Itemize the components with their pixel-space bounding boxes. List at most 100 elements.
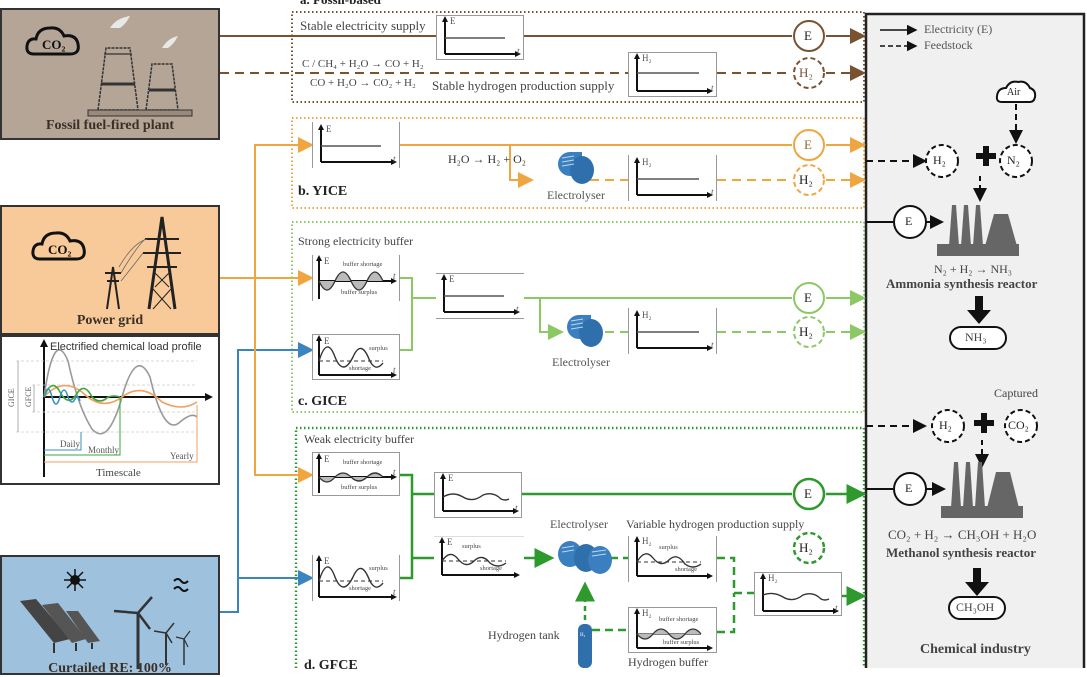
svg-text:H₂: H₂ <box>580 633 586 638</box>
axis-e-label: E <box>324 336 330 346</box>
node-h2-fossil <box>793 57 825 89</box>
co2-cloud-icon: CO₂ <box>31 231 86 261</box>
shortage-label: shortage <box>349 585 372 592</box>
mini-chart-gfce-electrolyser-input: E surplus shortage <box>434 536 524 580</box>
axis-e-label: E <box>324 256 330 266</box>
plus-icon <box>976 146 996 166</box>
ammonia-output-arrow <box>975 296 983 312</box>
node-h2-gice <box>793 316 825 348</box>
legend-electricity-label: Electricity (E) <box>924 22 993 36</box>
ammonia-reactor-icon <box>937 205 1019 256</box>
node-label-h2: H₂ <box>799 540 813 555</box>
hydrogen-tank-label: Hydrogen tank <box>488 628 560 642</box>
methanol-reaction: CO₂ + H₂ → CH₃OH + H₂O <box>888 527 1037 542</box>
buffer-surplus-label: buffer surplus <box>663 639 700 646</box>
mini-chart-yice-hydrogen: H₂ t <box>628 155 717 201</box>
axis-t-label: t <box>711 187 714 197</box>
node-e-yice <box>793 129 825 161</box>
monthly-curve <box>43 384 121 402</box>
electrolyser-label: Electrolyser <box>550 517 608 531</box>
section-b-title: b. YICE <box>298 184 348 199</box>
surplus-label: surplus <box>369 345 388 352</box>
gfce-label: GFCE <box>24 386 33 407</box>
plus-icon <box>974 413 994 433</box>
electrolyser-icon <box>558 152 594 184</box>
load-profile-title: Electrified chemical load profile <box>50 341 202 353</box>
mini-chart-gice-hydrogen: H₂ t <box>628 308 717 354</box>
surplus-label: surplus <box>369 565 388 572</box>
air-label: Air <box>1007 87 1021 98</box>
axis-t-label: t <box>393 365 396 375</box>
stable-electricity-label: Stable electricity supply <box>300 18 426 33</box>
timescale-label: Timescale <box>96 467 141 479</box>
node-label-e: E <box>905 481 913 495</box>
methanol-reactor-icon <box>941 462 1023 518</box>
shortage-label: shortage <box>480 565 503 572</box>
hydrogen-buffer-label: Hydrogen buffer <box>628 655 709 669</box>
node-label-e: E <box>804 137 812 152</box>
load-profile-chart: GICE GFCE Daily Monthly Yearly Timescale <box>7 339 213 479</box>
node-label-h2: H₂ <box>799 172 813 187</box>
axis-e-label: E <box>324 454 330 464</box>
mini-chart-gfce-grid-buffer: E buffer shortage buffer surplus t <box>312 452 400 496</box>
methanol-output-arrow <box>973 568 981 584</box>
shortage-label: shortage <box>675 566 698 573</box>
monthly-label: Monthly <box>88 445 120 455</box>
node-label-e: E <box>804 486 812 501</box>
hydrogen-tank-icon: H₂ <box>578 624 592 668</box>
node-h2-ammonia <box>925 144 959 178</box>
mini-chart-gfce-electricity: E t <box>434 472 522 518</box>
mini-chart-gice-combined: E t <box>436 273 524 319</box>
axis-e-label: E <box>448 473 454 483</box>
svg-text:CO₂: CO₂ <box>48 242 72 257</box>
axis-t-label: t <box>835 603 838 613</box>
axis-t-label: t <box>517 46 520 56</box>
shortage-label: shortage <box>349 365 372 372</box>
mini-chart-stable-electricity: E t <box>436 15 524 60</box>
legend-feedstock-label: Feedstock <box>924 38 973 52</box>
section-d-frame <box>294 426 866 668</box>
power-grid-panel: CO₂ Power grid <box>0 205 220 335</box>
section-a-title: a. Fossil-based <box>300 0 381 8</box>
axis-t-label: t <box>393 467 396 477</box>
axis-e-label: E <box>449 274 455 284</box>
ammonia-reactor-label: Ammonia synthesis reactor <box>886 276 1038 291</box>
section-b-frame <box>291 117 865 209</box>
variable-hydrogen-label: Variable hydrogen production supply <box>626 517 805 531</box>
surplus-label: surplus <box>659 544 678 551</box>
axis-t-label: t <box>711 83 714 93</box>
node-e-gfce <box>792 477 826 511</box>
co2-cloud-icon: CO₂ <box>25 26 80 56</box>
node-label-h2: H₂ <box>939 418 952 432</box>
wind-turbine-icon <box>113 596 191 669</box>
axis-e-label: E <box>447 537 453 547</box>
electrolyser-icon <box>558 541 612 574</box>
reaction-water-gas-shift: CO + H₂O → CO₂ + H₂ <box>310 77 416 89</box>
buffer-shortage-label: buffer shortage <box>659 616 699 623</box>
axis-h2-label: H₂ <box>642 53 652 63</box>
weak-buffer-label: Weak electricity buffer <box>304 432 415 446</box>
node-label-e: E <box>804 290 812 305</box>
node-label-h2: H₂ <box>799 324 813 339</box>
node-e-fossil <box>793 20 825 52</box>
node-h2-yice <box>793 164 825 196</box>
axis-h2-label: H₂ <box>768 573 778 583</box>
transmission-tower-icon <box>105 216 181 310</box>
buffer-surplus-label: buffer surplus <box>341 484 378 491</box>
yearly-label: Yearly <box>170 451 194 461</box>
power-grid-label: Power grid <box>76 313 144 328</box>
node-n2 <box>999 144 1033 178</box>
yearly-curve <box>43 384 198 408</box>
electrolyser-label: Electrolyser <box>547 188 605 202</box>
methanol-reactor-label: Methanol synthesis reactor <box>886 545 1036 560</box>
fossil-plant-panel: CO₂ Fossil fuel-fired plant <box>0 8 220 140</box>
chemical-industry-title: Chemical industry <box>920 642 1031 657</box>
electrolyser-icon <box>567 315 603 347</box>
gice-label: GICE <box>7 388 16 407</box>
node-co2-captured <box>1004 409 1038 443</box>
axis-h2-label: H₂ <box>642 157 652 167</box>
cooling-towers-icon <box>87 16 193 117</box>
mini-chart-gice-grid-buffer: E buffer shortage buffer surplus t <box>312 255 400 301</box>
node-label-e: E <box>905 214 913 228</box>
